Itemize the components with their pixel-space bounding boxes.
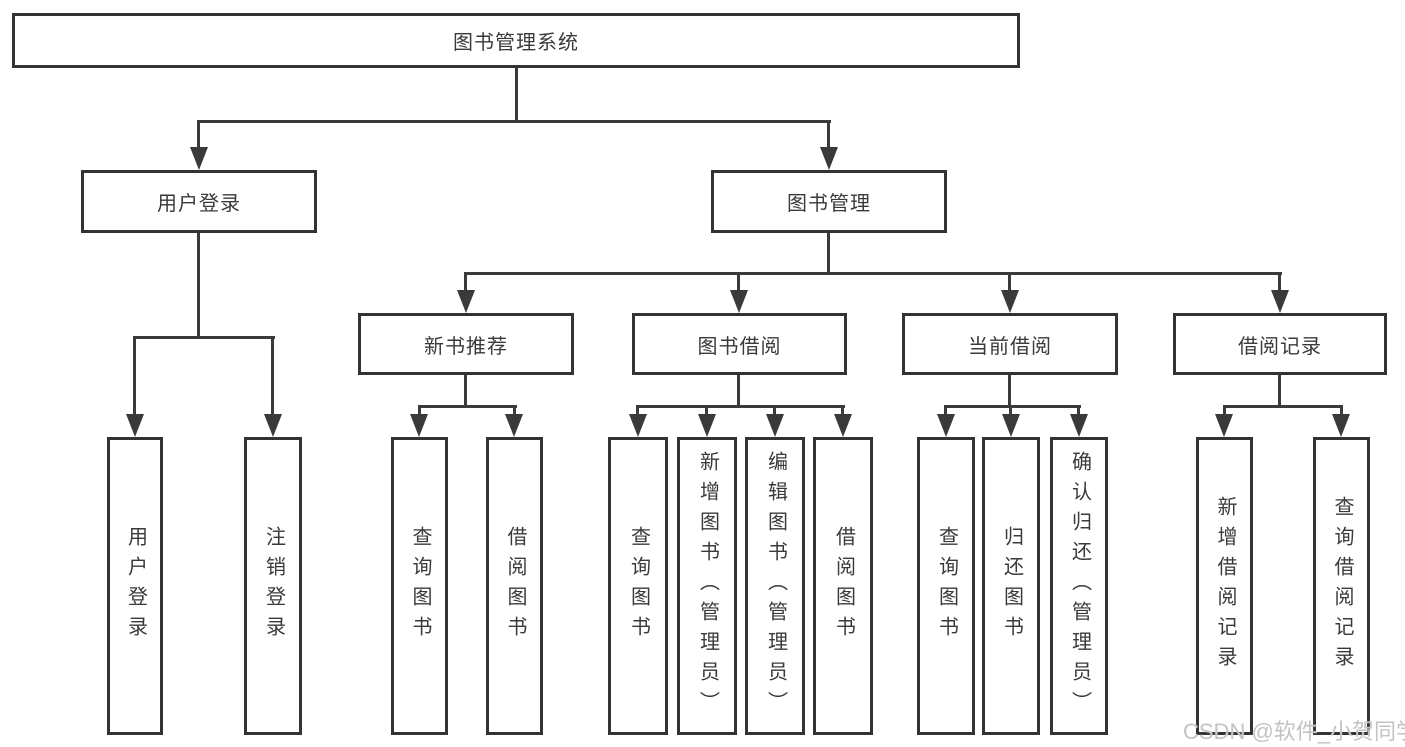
connector-line	[636, 405, 845, 408]
leaf-query-books-recommend: 查询图书	[391, 437, 448, 735]
leaf-return-books: 归还图书	[982, 437, 1040, 735]
arrow-down-icon	[126, 414, 144, 437]
connector-line	[944, 405, 947, 420]
leaf-label: 查询图书	[409, 526, 431, 646]
node-book-management: 图书管理	[711, 170, 947, 233]
connector-line	[197, 120, 200, 150]
connector-line	[197, 233, 200, 336]
connector-line	[1278, 375, 1281, 405]
connector-line	[515, 68, 518, 120]
connector-line	[841, 405, 844, 420]
leaf-query-books-borrow: 查询图书	[608, 437, 668, 735]
node-label: 图书借阅	[697, 335, 782, 358]
arrow-down-icon	[629, 414, 647, 437]
connector-line	[1278, 272, 1281, 292]
connector-line	[1223, 405, 1226, 420]
connector-line	[133, 336, 275, 339]
arrow-down-icon	[820, 147, 838, 170]
node-user-login: 用户登录	[81, 170, 317, 233]
node-label: 图书管理系统	[453, 32, 579, 54]
connector-line	[464, 375, 467, 405]
arrow-down-icon	[1070, 414, 1088, 437]
arrow-down-icon	[1002, 414, 1020, 437]
leaf-label: 借阅图书	[504, 526, 526, 646]
node-label: 当前借阅	[968, 335, 1052, 358]
leaf-edit-book-admin: 编辑图书（管理员）	[745, 437, 805, 735]
node-label: 图书管理	[787, 193, 871, 215]
connector-line	[944, 405, 1081, 408]
node-new-book-recommend: 新书推荐	[358, 313, 574, 375]
connector-line	[464, 272, 467, 292]
arrow-down-icon	[190, 147, 208, 170]
connector-line	[1340, 405, 1343, 420]
leaf-logout: 注销登录	[244, 437, 302, 735]
leaf-label: 确认归还（管理员）	[1068, 451, 1091, 721]
connector-line	[636, 405, 639, 420]
leaf-add-borrow-record: 新增借阅记录	[1196, 437, 1253, 735]
node-book-borrow: 图书借阅	[632, 313, 847, 375]
leaf-user-login: 用户登录	[107, 437, 163, 735]
node-label: 新书推荐	[424, 335, 508, 358]
arrow-down-icon	[730, 290, 748, 313]
connector-line	[737, 272, 740, 292]
arrow-down-icon	[1001, 290, 1019, 313]
leaf-label: 查询借阅记录	[1331, 496, 1353, 676]
leaf-label: 注销登录	[262, 526, 285, 646]
leaf-borrow-books: 借阅图书	[813, 437, 873, 735]
watermark: CSDN @软件_小贺同学	[1183, 719, 1405, 744]
leaf-query-borrow-record: 查询借阅记录	[1313, 437, 1370, 735]
leaf-query-books-current: 查询图书	[917, 437, 975, 735]
node-label: 借阅记录	[1238, 335, 1322, 358]
node-label: 用户登录	[157, 193, 241, 215]
leaf-label: 新增图书（管理员）	[696, 451, 719, 721]
node-library-system: 图书管理系统	[12, 13, 1020, 68]
connector-line	[827, 120, 830, 150]
arrow-down-icon	[766, 414, 784, 437]
node-current-borrow: 当前借阅	[902, 313, 1118, 375]
connector-line	[1223, 405, 1343, 408]
connector-line	[198, 120, 831, 123]
connector-line	[1077, 405, 1080, 420]
leaf-label: 查询图书	[627, 526, 650, 646]
leaf-confirm-return-admin: 确认归还（管理员）	[1050, 437, 1108, 735]
arrow-down-icon	[1215, 414, 1233, 437]
connector-line	[271, 336, 274, 416]
connector-line	[737, 375, 740, 405]
connector-line	[418, 405, 517, 408]
connector-line	[705, 405, 708, 420]
node-borrow-records: 借阅记录	[1173, 313, 1387, 375]
leaf-label: 用户登录	[124, 526, 147, 646]
connector-line	[1008, 375, 1011, 405]
arrow-down-icon	[834, 414, 852, 437]
leaf-label: 新增借阅记录	[1214, 496, 1236, 676]
arrow-down-icon	[698, 414, 716, 437]
arrow-down-icon	[505, 414, 523, 437]
connector-line	[1008, 272, 1011, 292]
arrow-down-icon	[1332, 414, 1350, 437]
connector-line	[773, 405, 776, 420]
arrow-down-icon	[457, 290, 475, 313]
connector-line	[1009, 405, 1012, 420]
leaf-label: 借阅图书	[832, 526, 855, 646]
leaf-label: 归还图书	[1000, 526, 1023, 646]
connector-line	[827, 233, 830, 272]
connector-line	[418, 405, 421, 420]
connector-line	[513, 405, 516, 420]
connector-line	[465, 272, 1282, 275]
leaf-add-book-admin: 新增图书（管理员）	[677, 437, 737, 735]
arrow-down-icon	[1271, 290, 1289, 313]
leaf-label: 查询图书	[935, 526, 958, 646]
connector-line	[133, 336, 136, 416]
arrow-down-icon	[264, 414, 282, 437]
leaf-borrow-books-recommend: 借阅图书	[486, 437, 543, 735]
arrow-down-icon	[410, 414, 428, 437]
arrow-down-icon	[937, 414, 955, 437]
leaf-label: 编辑图书（管理员）	[764, 451, 787, 721]
